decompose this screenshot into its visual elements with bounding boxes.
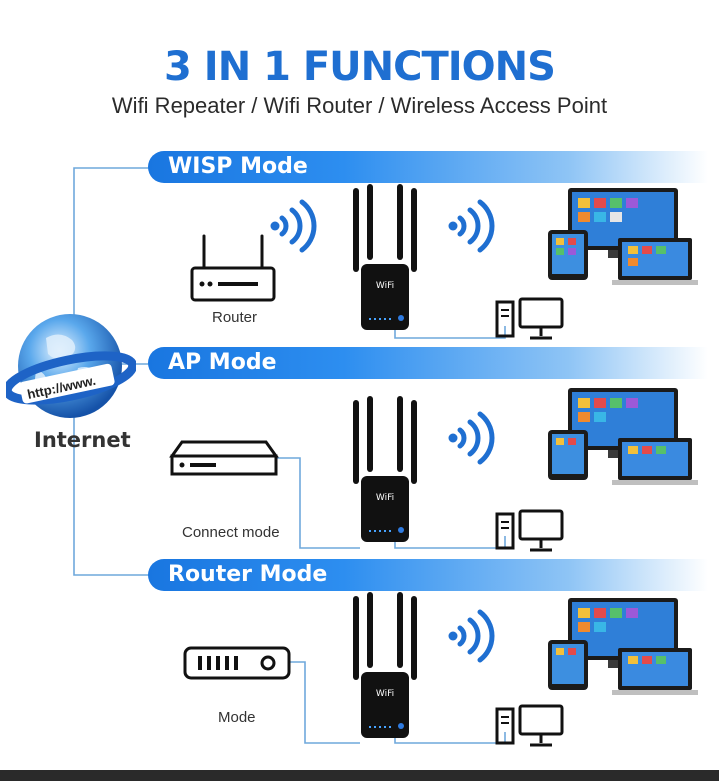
mode-label-router: Router Mode [168, 562, 328, 587]
wifi-signal-icon [270, 199, 317, 253]
desktop-pc-icon [495, 509, 564, 552]
mode-band-wisp: WISP Mode [148, 151, 708, 183]
desktop-pc-icon [495, 704, 564, 747]
mode-device-label: Mode [218, 709, 256, 726]
bottom-bar [0, 770, 719, 781]
devices-cluster-icon [548, 598, 698, 695]
mode-band-router: Router Mode [148, 559, 708, 591]
modem-icon [183, 646, 291, 680]
router-icon [190, 234, 276, 302]
mode-label-ap: AP Mode [168, 350, 277, 375]
repeater-brand: WiFi [376, 689, 394, 699]
mode-label-wisp: WISP Mode [168, 154, 308, 179]
wifi-signal-icon [448, 199, 495, 253]
network-switch-icon [169, 440, 279, 476]
devices-cluster-icon [548, 188, 698, 285]
desktop-pc-icon [495, 297, 564, 340]
repeater-brand: WiFi [376, 281, 394, 291]
repeater-device-icon: WiFi [353, 396, 417, 542]
repeater-device-icon: WiFi [353, 184, 417, 330]
wifi-signal-icon [448, 411, 495, 465]
repeater-brand: WiFi [376, 493, 394, 503]
devices-cluster-icon [548, 388, 698, 485]
page-subtitle: Wifi Repeater / Wifi Router / Wireless A… [111, 93, 608, 118]
globe-icon: http://www. [6, 314, 136, 418]
page-title: 3 IN 1 FUNCTIONS [164, 44, 556, 90]
router-label: Router [212, 309, 258, 326]
wifi-signal-icon [448, 609, 495, 663]
repeater-device-icon: WiFi [353, 592, 417, 738]
internet-label: Internet [34, 428, 131, 452]
connect-mode-label: Connect mode [182, 524, 280, 541]
mode-band-ap: AP Mode [148, 347, 708, 379]
